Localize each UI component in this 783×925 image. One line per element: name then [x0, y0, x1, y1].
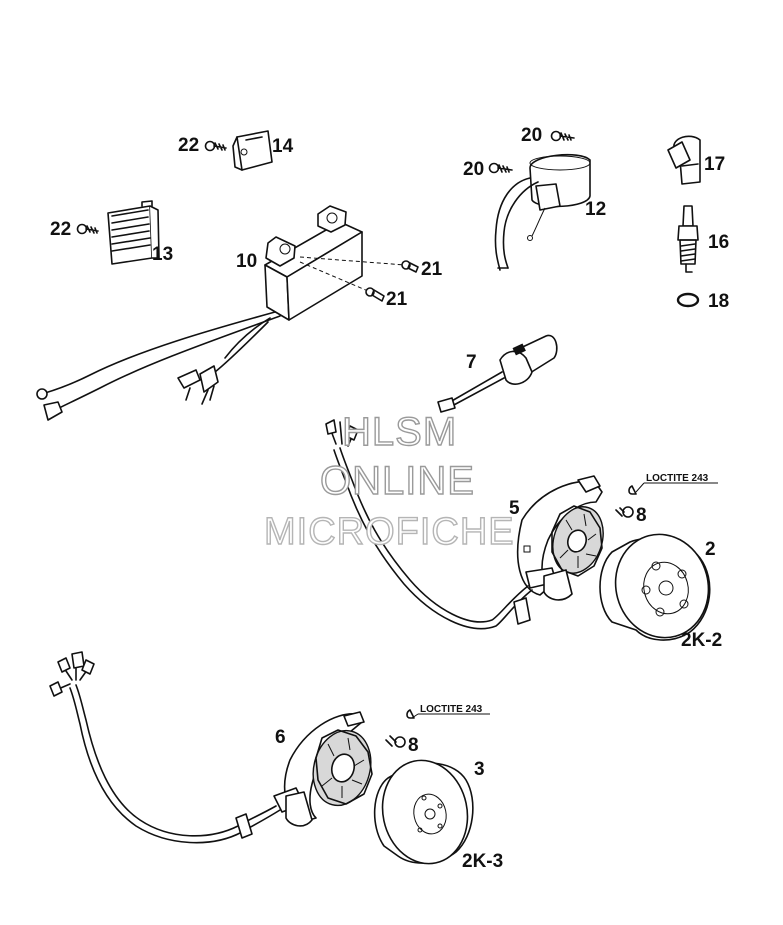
- screw-8-upper: [615, 485, 637, 518]
- screw-21-lower: [365, 287, 385, 302]
- callout-8-upper: 8: [636, 505, 647, 526]
- screw-8-lower: [385, 709, 415, 748]
- screw-22-upper: [204, 140, 227, 152]
- callout-21-upper: 21: [421, 259, 443, 280]
- loctite-leader-upper: [635, 482, 718, 493]
- screw-21-upper: [401, 260, 419, 273]
- screw-20-upper: [550, 130, 575, 142]
- part-2-flywheel: [599, 533, 711, 641]
- cdi-wiring-harness: [36, 311, 281, 421]
- screw-22-lower: [76, 223, 99, 235]
- callout-18: 18: [708, 291, 729, 312]
- screw-20-lower: [488, 162, 513, 174]
- callout-21-lower: 21: [386, 289, 408, 310]
- callout-16: 16: [708, 232, 729, 253]
- callout-6: 6: [275, 727, 286, 748]
- callout-20-lower: 20: [463, 159, 484, 180]
- watermark-line-1: HLSM: [342, 410, 457, 454]
- part-3-flywheel: [373, 759, 474, 865]
- callout-22-lower: 22: [50, 219, 71, 240]
- loctite-leader-lower: [411, 713, 490, 719]
- callout-2: 2: [705, 539, 716, 560]
- part-12-ignition-coil: [494, 153, 591, 271]
- callout-2k-3: 2K-3: [462, 851, 503, 872]
- callout-7: 7: [466, 352, 477, 373]
- callout-12: 12: [585, 199, 606, 220]
- callout-3: 3: [474, 759, 485, 780]
- loctite-note-upper: LOCTITE 243: [646, 473, 709, 484]
- watermark-line-3: MICROFICHE: [264, 511, 515, 553]
- part-13-regulator: [107, 200, 160, 265]
- part-18-o-ring: [676, 292, 700, 308]
- part-14-bracket: [232, 130, 273, 171]
- callout-22-upper: 22: [178, 135, 199, 156]
- watermark-line-2: ONLINE: [320, 459, 475, 503]
- part-5-stator: [325, 419, 604, 630]
- part-6-stator: [49, 651, 373, 844]
- callout-13: 13: [152, 244, 173, 265]
- part-17-spark-plug-cap: [667, 135, 701, 185]
- part-7-sensor: [437, 334, 558, 413]
- callout-14: 14: [272, 136, 294, 157]
- callout-2k-2: 2K-2: [681, 630, 722, 651]
- part-16-spark-plug: [677, 205, 699, 273]
- callout-20-upper: 20: [521, 125, 542, 146]
- callout-10: 10: [236, 251, 257, 272]
- callout-8-lower: 8: [408, 735, 419, 756]
- callout-5: 5: [509, 498, 520, 519]
- loctite-note-lower: LOCTITE 243: [420, 704, 483, 715]
- part-10-cdi-unit: [264, 205, 406, 321]
- callout-17: 17: [704, 154, 725, 175]
